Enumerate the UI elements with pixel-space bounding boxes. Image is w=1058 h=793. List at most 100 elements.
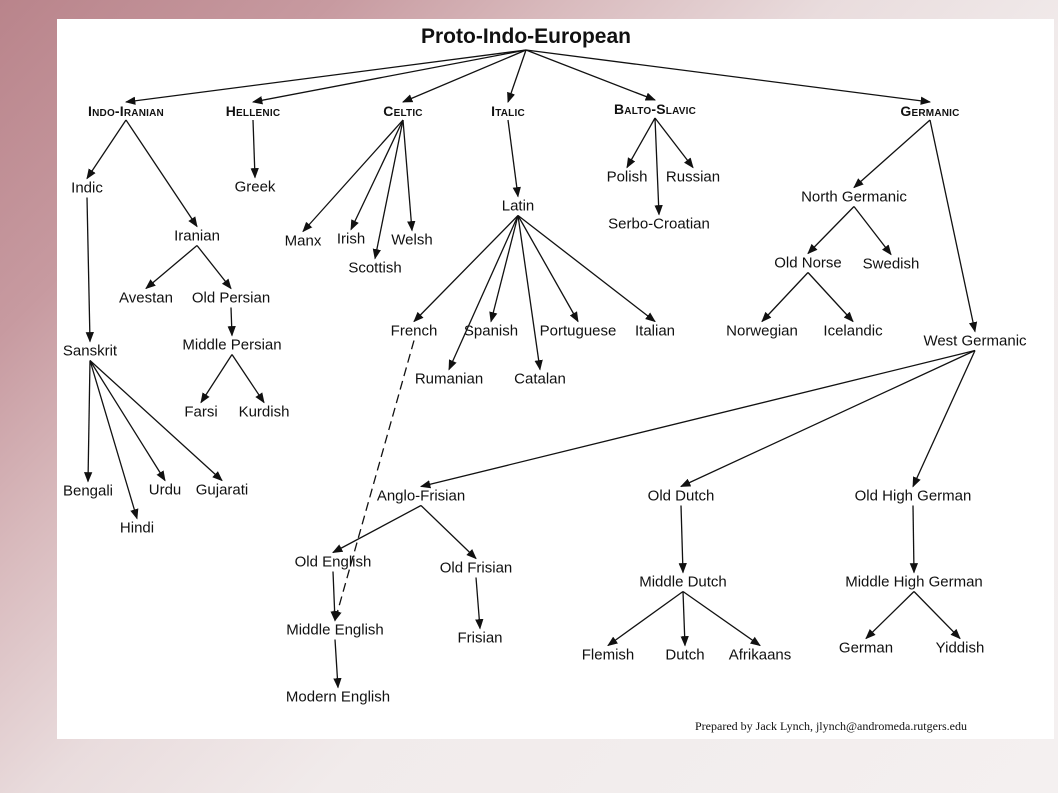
node-spanish: Spanish	[463, 322, 519, 340]
node-sanskrit: Sanskrit	[62, 342, 118, 360]
descent-arrow	[525, 49, 932, 105]
node-portuguese: Portuguese	[539, 322, 617, 340]
descent-arrow	[929, 119, 978, 333]
descent-arrow	[125, 119, 198, 228]
node-frisian: Frisian	[457, 629, 503, 647]
descent-arrow	[145, 245, 198, 290]
node-italic: Italic	[491, 103, 525, 119]
descent-arrow	[302, 119, 404, 233]
node-russian: Russian	[665, 168, 721, 186]
descent-arrow	[85, 197, 94, 343]
descent-arrow	[227, 307, 236, 337]
node-middle-english: Middle English	[286, 621, 384, 639]
node-gujarati: Gujarati	[195, 481, 249, 499]
descent-arrow	[448, 215, 519, 371]
descent-arrow	[525, 49, 656, 101]
node-manx: Manx	[284, 232, 322, 250]
descent-arrow	[865, 591, 915, 640]
node-avestan: Avestan	[119, 289, 173, 307]
descent-arrow	[853, 206, 892, 256]
descent-arrow	[83, 360, 93, 483]
node-bengali: Bengali	[62, 482, 114, 500]
node-celtic: Celtic	[383, 103, 423, 119]
descent-arrow	[654, 117, 663, 216]
node-modern-english: Modern English	[285, 688, 391, 706]
descent-arrow	[372, 119, 404, 260]
node-old-high-german: Old High German	[854, 487, 972, 505]
descent-arrow	[251, 49, 527, 105]
descent-arrow	[402, 119, 416, 232]
influence-arrow	[333, 340, 415, 622]
descent-arrow	[853, 119, 931, 189]
descent-arrow	[807, 206, 855, 255]
node-dutch: Dutch	[665, 646, 705, 664]
descent-arrow	[607, 590, 684, 647]
node-polish: Polish	[606, 168, 648, 186]
node-italian: Italian	[634, 322, 676, 340]
descent-arrow	[680, 349, 976, 488]
node-flemish: Flemish	[581, 646, 635, 664]
node-yiddish: Yiddish	[935, 639, 985, 657]
descent-arrow	[200, 354, 233, 404]
descent-arrow	[419, 349, 976, 489]
node-indic: Indic	[71, 179, 103, 197]
descent-arrow	[350, 119, 404, 231]
node-west-germanic: West Germanic	[923, 332, 1027, 350]
node-old-dutch: Old Dutch	[647, 487, 715, 505]
node-anglo-frisian: Anglo-Frisian	[376, 487, 466, 505]
credit-line: Prepared by Jack Lynch, jlynch@andromeda…	[695, 719, 967, 733]
descent-arrow	[413, 215, 519, 323]
node-root: Proto-Indo-European	[421, 25, 631, 48]
node-icelandic: Icelandic	[823, 322, 883, 340]
descent-arrow	[231, 354, 265, 404]
descent-arrow	[909, 505, 919, 574]
node-hindi: Hindi	[119, 519, 155, 537]
node-old-english: Old English	[294, 553, 372, 571]
descent-arrow	[517, 215, 543, 371]
node-middle-dutch: Middle Dutch	[639, 573, 727, 591]
node-urdu: Urdu	[148, 481, 182, 499]
node-welsh: Welsh	[391, 231, 433, 249]
descent-arrow	[333, 639, 342, 689]
descent-arrow	[420, 505, 477, 560]
node-hellenic: Hellenic	[225, 103, 281, 119]
node-serbo-croatian: Serbo-Croatian	[608, 215, 710, 233]
descent-arrow	[489, 215, 519, 323]
descent-arrow	[654, 117, 694, 169]
node-middle-high-german: Middle High German	[845, 573, 983, 591]
node-latin: Latin	[501, 197, 535, 215]
node-balto-slavic: Balto-Slavic	[613, 101, 697, 117]
descent-arrow	[761, 272, 809, 323]
node-swedish: Swedish	[862, 255, 920, 273]
descent-arrow	[807, 272, 854, 323]
descent-arrow	[682, 590, 761, 647]
node-scottish: Scottish	[348, 259, 402, 277]
descent-arrow	[196, 245, 232, 290]
descent-arrow	[89, 360, 166, 482]
node-old-persian: Old Persian	[191, 289, 271, 307]
descent-arrow	[507, 49, 527, 103]
node-german: German	[838, 639, 894, 657]
node-middle-persian: Middle Persian	[182, 336, 282, 354]
descent-arrow	[330, 571, 339, 622]
node-catalan: Catalan	[514, 370, 566, 388]
node-irish: Irish	[336, 230, 366, 248]
node-rumanian: Rumanian	[414, 370, 484, 388]
node-kurdish: Kurdish	[238, 403, 290, 421]
descent-arrow	[475, 577, 484, 630]
node-north-germanic: North Germanic	[801, 188, 907, 206]
descent-arrow	[626, 117, 656, 169]
descent-arrow	[678, 505, 687, 574]
diagram-sheet: Proto-Indo-European Indo-Iranian Helleni…	[57, 19, 1054, 739]
descent-arrow	[332, 504, 422, 554]
descent-arrow	[680, 591, 689, 647]
node-norwegian: Norwegian	[726, 322, 798, 340]
node-germanic: Germanic	[900, 103, 960, 119]
node-old-norse: Old Norse	[774, 254, 842, 272]
node-farsi: Farsi	[184, 403, 218, 421]
node-indo-iranian: Indo-Iranian	[88, 103, 164, 119]
descent-arrow	[250, 119, 259, 179]
descent-arrow	[912, 350, 976, 488]
descent-arrow	[517, 214, 656, 323]
node-greek: Greek	[234, 178, 276, 196]
